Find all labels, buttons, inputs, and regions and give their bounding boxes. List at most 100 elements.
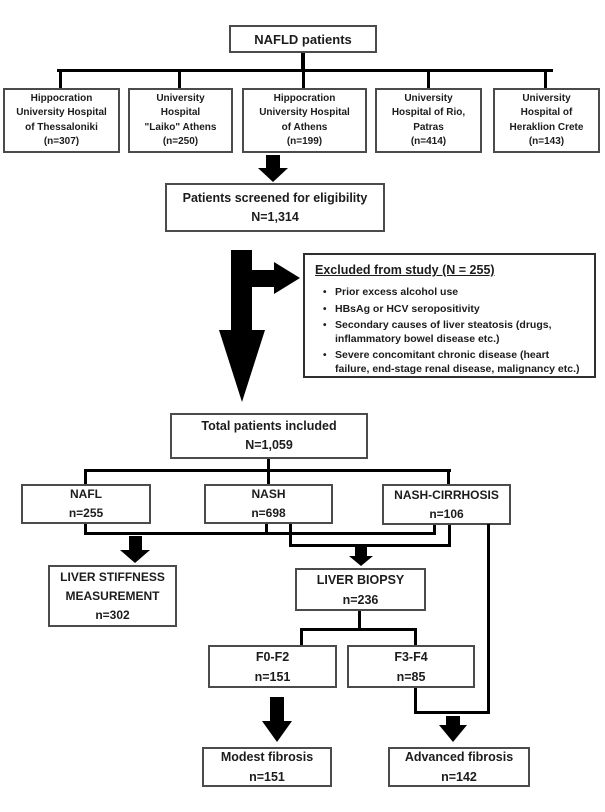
node-modest-fibrosis: Modest fibrosis n=151 [202,747,332,787]
connector-f34-down [414,688,417,714]
connector-stub-nafl [84,472,87,484]
connector-total-stub [267,459,270,470]
connector-nafl-down [84,524,87,535]
node-hospital-laiko-athens: University Hospital "Laiko" Athens (n=25… [128,88,233,153]
node-count: n=698 [251,506,286,520]
node-count: (n=250) [162,136,199,147]
node-label: Hospital [160,107,201,118]
connector-stub-hospital1 [59,72,62,88]
right-arrow-icon [252,270,274,287]
right-arrow-icon [274,262,300,294]
node-count: (n=414) [410,136,447,147]
node-total-patients: Total patients included N=1,059 [170,413,368,459]
node-nafld-patients: NAFLD patients [229,25,377,53]
node-patients-screened: Patients screened for eligibility N=1,31… [165,183,385,232]
node-advanced-fibrosis: Advanced fibrosis n=142 [388,747,530,787]
node-label: LIVER BIOPSY [316,572,405,587]
excluded-bullet-text: Severe concomitant chronic disease (hear… [335,349,580,375]
connector-stub-hospital5 [544,72,547,88]
node-label: "Laiko" Athens [144,121,217,133]
down-arrow-icon [120,550,150,563]
connector-stub-f34 [414,631,417,645]
bullet-icon: • [323,287,327,298]
connector-cirrhosis-down [448,525,451,546]
node-label: F3-F4 [394,649,428,664]
node-count: n=236 [342,592,379,607]
node-count: (n=143) [528,136,565,147]
excluded-bullet-text: Prior excess alcohol use [335,286,459,298]
connector-advanced-horizontal [414,711,490,714]
node-label: Hospital of Rio, [391,107,466,118]
node-label: University [522,92,571,104]
connector-cirrhosis-long-vertical [487,524,490,714]
node-label: Hippocration [30,92,93,104]
node-label: University Hospital [259,107,350,118]
down-arrow-icon [266,155,280,168]
node-excluded-from-study: Excluded from study (N = 255) • Prior ex… [303,253,596,378]
connector-fibrosis-horizontal [300,628,417,631]
node-count: n=255 [68,506,104,520]
node-count: n=151 [254,669,291,684]
connector-root-stub [301,53,305,71]
connector-cirrhosis-up [433,525,436,534]
node-f3-f4: F3-F4 n=85 [347,645,475,688]
excluded-bullet-text: Secondary causes of liver steatosis (dru… [335,319,552,345]
node-label: Total patients included [201,419,337,433]
connector-biopsy-stub [358,611,361,629]
big-down-arrow-icon [231,250,252,330]
connector-split-horizontal [84,469,451,472]
node-label: Hippocration [273,92,336,104]
down-arrow-icon [355,547,367,556]
connector-biopsy-horizontal [289,544,451,547]
node-f0-f2: F0-F2 n=151 [208,645,337,688]
node-count: (n=307) [43,136,80,147]
node-hospital-athens: Hippocration University Hospital of Athe… [242,88,367,153]
node-label: MEASUREMENT [65,588,160,603]
node-label: University Hospital [16,107,107,118]
connector-stub-hospital4 [427,72,430,88]
node-nash: NASH n=698 [204,484,333,524]
node-label: Modest fibrosis [220,750,314,764]
node-count: N=1,059 [245,438,293,452]
connector-nash-down2 [289,524,292,547]
node-label: Advanced fibrosis [404,750,514,764]
node-label: Heraklion Crete [509,121,584,133]
node-count: n=106 [429,506,464,521]
node-hospital-thessaloniki: Hippocration University Hospital of Thes… [3,88,120,153]
node-label: University [404,92,453,104]
bullet-icon: • [323,350,327,361]
excluded-bullet-text: HBsAg or HCV seropositivity [335,302,480,315]
connector-top-horizontal [57,69,553,72]
node-label: Patras [413,121,444,133]
node-count: n=85 [396,669,426,684]
bullet-icon: • [323,320,327,331]
node-nafl: NAFL n=255 [21,484,151,524]
node-count: n=142 [441,770,477,784]
connector-stub-f02 [300,631,303,645]
excluded-bullet-row: • Prior excess alcohol use [315,286,586,300]
connector-stub-hospital3 [302,72,305,88]
node-label: NASH [251,487,286,501]
node-count: n=302 [95,607,130,622]
node-label: Patients screened for eligibility [182,190,368,205]
excluded-bullet-row: • Secondary causes of liver steatosis (d… [315,319,586,346]
bullet-icon: • [323,303,327,315]
down-arrow-icon [262,721,292,742]
node-hospital-rio-patras: University Hospital of Rio, Patras (n=41… [375,88,482,153]
node-label: NAFL [70,487,102,501]
down-arrow-icon [446,716,460,725]
node-label: NASH-CIRRHOSIS [394,487,499,502]
node-label: of Athens [281,121,328,133]
node-label: LIVER STIFFNESS [60,569,165,584]
node-label: F0-F2 [255,649,290,664]
down-arrow-icon [439,725,467,742]
node-hospital-heraklion-crete: University Hospital of Heraklion Crete (… [493,88,600,153]
down-arrow-icon [129,536,142,550]
node-label: NAFLD patients [254,31,352,47]
big-down-arrow-icon [219,330,265,402]
connector-stub-hospital2 [178,72,181,88]
node-count: N=1,314 [251,209,299,224]
connector-lsm-horizontal [84,532,436,535]
node-label: University [156,92,205,104]
